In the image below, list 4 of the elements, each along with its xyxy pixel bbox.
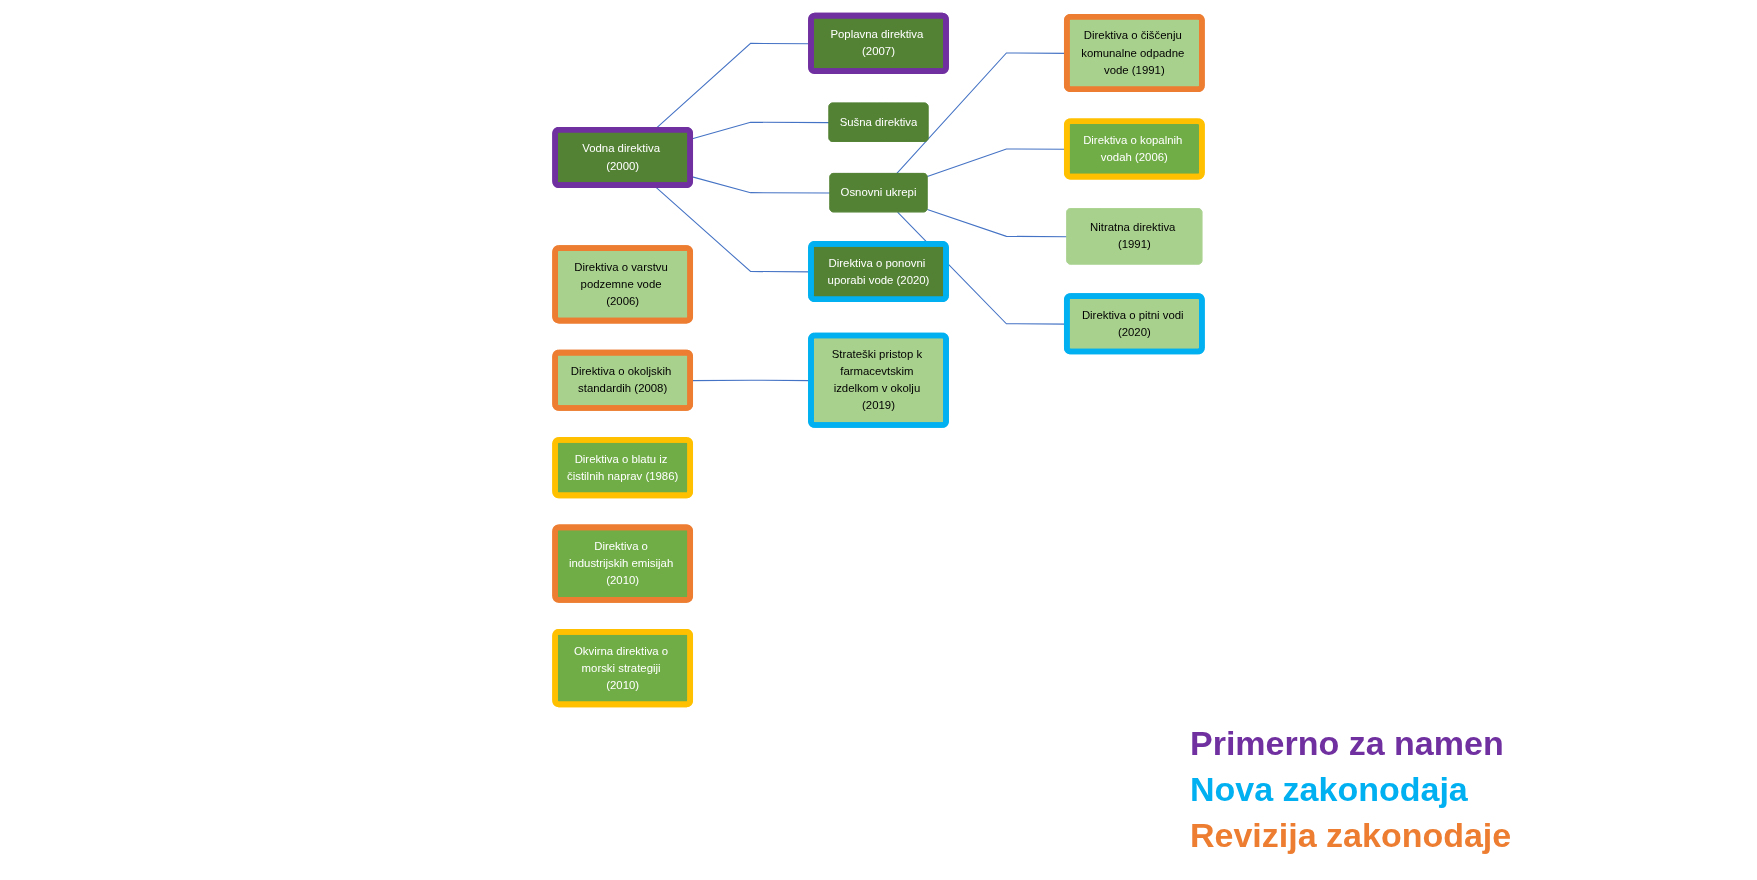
legend-entry: Nova zakonodaja	[1190, 769, 1469, 810]
legend-entry: Revizija zakonodaje	[1190, 815, 1512, 856]
legend-entry: Primerno za namen	[1190, 723, 1505, 764]
connector	[926, 209, 1068, 238]
